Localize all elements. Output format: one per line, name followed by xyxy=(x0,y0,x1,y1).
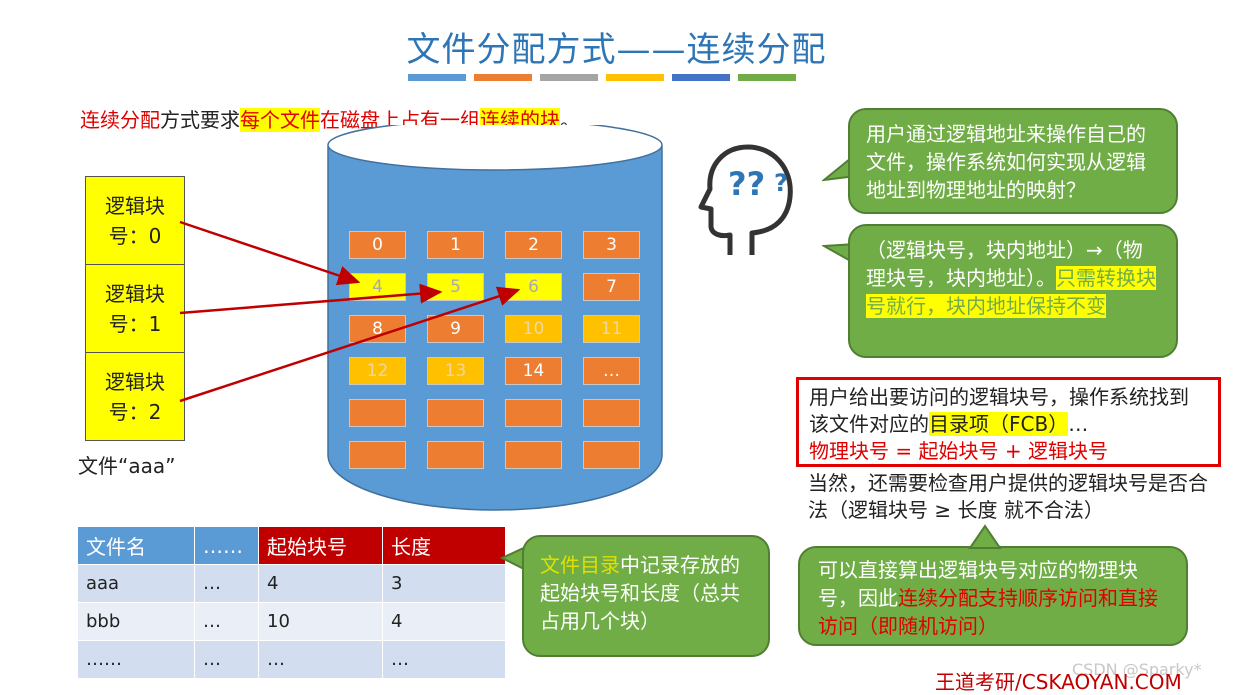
formula-explanation: 用户给出要访问的逻辑块号，操作系统找到该文件对应的目录项（FCB）… xyxy=(809,384,1208,438)
cell: 3 xyxy=(383,565,506,603)
cell: 4 xyxy=(259,565,383,603)
address-formula-box: 用户给出要访问的逻辑块号，操作系统找到该文件对应的目录项（FCB）… 物理块号 … xyxy=(796,377,1221,467)
cell: … xyxy=(195,565,259,603)
formula-fcb-highlight: 目录项（FCB） xyxy=(929,412,1068,436)
cell: … xyxy=(383,641,506,679)
bubble-pointer-access xyxy=(960,524,1010,550)
cell: …… xyxy=(78,641,195,679)
footer-brand: 王道考研/CSKAOYAN.COM xyxy=(935,666,1182,695)
cell: … xyxy=(195,641,259,679)
cell: bbb xyxy=(78,603,195,641)
header-filename: 文件名 xyxy=(78,527,195,565)
formula-ellipsis: … xyxy=(1068,412,1088,436)
header-ellipsis: …… xyxy=(195,527,259,565)
validity-check-text: 当然，还需要检查用户提供的逻辑块号是否合法（逻辑块号 ≥ 长度 就不合法） xyxy=(808,470,1223,524)
cell: 4 xyxy=(383,603,506,641)
cell: 10 xyxy=(259,603,383,641)
arrow-logical1-to-block5 xyxy=(180,292,440,313)
arrow-logical2-to-block6 xyxy=(180,290,518,401)
svg-text:?: ? xyxy=(774,169,788,197)
bubble-file-directory: 文件目录中记录存放的起始块号和长度（总共占用几个块） xyxy=(522,535,770,657)
formula-line: 物理块号 = 起始块号 + 逻辑块号 xyxy=(809,438,1208,465)
cell: … xyxy=(259,641,383,679)
bubble-access: 可以直接算出逻辑块号对应的物理块号，因此连续分配支持顺序访问和直接访问（即随机访… xyxy=(798,546,1188,646)
arrow-logical0-to-block4 xyxy=(180,222,358,282)
table-row: …………… xyxy=(78,641,506,679)
svg-text:??: ?? xyxy=(728,165,765,203)
cell: aaa xyxy=(78,565,195,603)
bubble-question: 用户通过逻辑地址来操作自己的文件，操作系统如何实现从逻辑地址到物理地址的映射？ xyxy=(848,108,1178,214)
bubble-dir-highlight: 文件目录 xyxy=(540,553,620,577)
bubble-mapping: （逻辑块号，块内地址）→（物理块号，块内地址）。只需转换块号就行，块内地址保持不… xyxy=(848,224,1178,358)
header-start-block: 起始块号 xyxy=(259,527,383,565)
question-head-icon: ?? ? xyxy=(690,135,810,265)
cell: … xyxy=(195,603,259,641)
header-length: 长度 xyxy=(383,527,506,565)
